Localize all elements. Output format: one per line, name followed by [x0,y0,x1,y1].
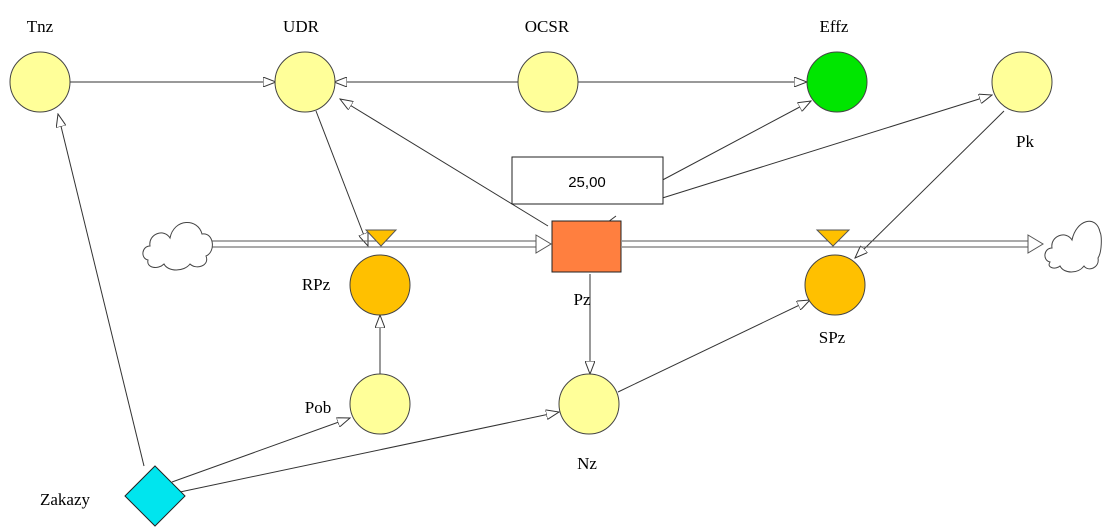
arrow-pz-udr[interactable] [340,99,549,227]
label-zakazy: Zakazy [40,490,91,509]
flow-pipes [208,234,1044,254]
node-rpz[interactable] [349,254,411,316]
label-pob: Pob [305,398,331,417]
outflow-arrowhead [1027,234,1044,254]
node-zakazy[interactable] [124,465,186,527]
label-ocsr: OCSR [525,17,570,36]
node-effz[interactable] [806,51,868,113]
inflow-arrowhead [535,234,552,254]
label-spz: SPz [819,328,846,347]
arrow-pk-spz[interactable] [855,110,1005,258]
arrow-zakazy-pob[interactable] [171,418,350,483]
stock-pz[interactable] [551,220,622,273]
cloud-icon [1044,220,1102,273]
label-rpz: RPz [302,275,331,294]
label-effz: Effz [820,17,849,36]
arrow-zakazy-tnz[interactable] [58,114,145,467]
node-pob[interactable] [349,373,411,435]
arrow-nz-spz[interactable] [617,300,810,393]
label-tnz: Tnz [27,17,54,36]
node-udr[interactable] [274,51,336,113]
value-box: 25,00 [511,156,664,205]
node-spz[interactable] [804,254,866,316]
valve-icon [815,229,851,247]
node-ocsr[interactable] [517,51,579,113]
connectors [58,82,1005,493]
node-tnz[interactable] [9,51,71,113]
label-pk: Pk [1016,132,1034,151]
label-nz: Nz [577,454,597,473]
cloud-icon [142,222,213,271]
node-pk[interactable] [991,51,1053,113]
arrow-pz-pk[interactable] [655,95,992,201]
valve-icon [364,229,398,247]
node-nz[interactable] [558,373,620,435]
arrow-zakazy-nz[interactable] [179,412,559,493]
label-pz: Pz [574,290,591,309]
value-box-text: 25,00 [568,174,606,191]
label-udr: UDR [283,17,320,36]
arrow-udr-rpz[interactable] [315,110,368,246]
arrow-pz-effz[interactable] [639,101,811,193]
